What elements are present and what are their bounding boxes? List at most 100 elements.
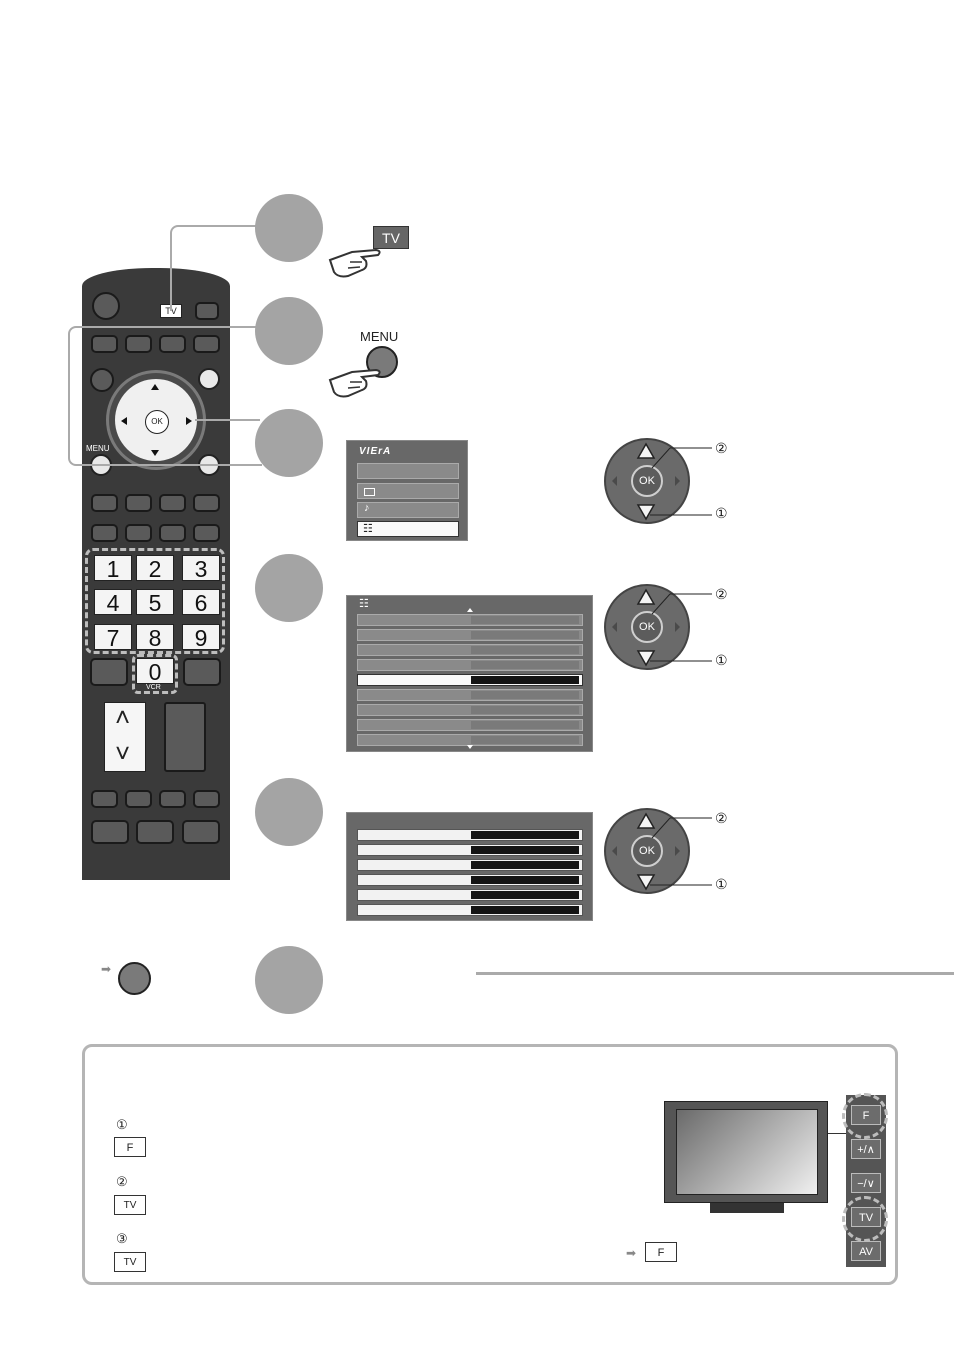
channel-down-icon[interactable]: ˅ (115, 738, 131, 768)
submenu-row[interactable] (357, 829, 583, 841)
menu-item-setup[interactable]: ☷ (357, 521, 459, 537)
music-note-icon: ♪ (364, 502, 370, 514)
remote-key[interactable] (91, 820, 129, 844)
exit-button[interactable] (118, 962, 151, 995)
remote-white-key[interactable] (198, 368, 220, 390)
submenu-row[interactable] (357, 844, 583, 856)
remote-key[interactable] (193, 524, 220, 542)
step2-menu-label: MENU (360, 329, 399, 344)
submenu-row[interactable] (357, 859, 583, 871)
dpad-left-icon[interactable] (121, 417, 127, 425)
connector-line-dpad (195, 419, 260, 421)
setup-menu-row-value (471, 721, 579, 729)
panel-volume-up-button[interactable]: +/∧ (851, 1139, 881, 1159)
marker-2: ② (715, 810, 728, 826)
scroll-up-icon (467, 608, 473, 612)
remote-key[interactable] (159, 524, 186, 542)
remote-key[interactable] (125, 335, 152, 353)
remote-key[interactable] (182, 820, 220, 844)
connector-line-tv (170, 225, 262, 311)
dpad[interactable]: OK (106, 370, 206, 470)
remote-key[interactable] (91, 494, 118, 512)
submenu-row[interactable] (357, 904, 583, 916)
step-2-circle (255, 297, 323, 365)
submenu-row[interactable] (357, 874, 583, 886)
power-button[interactable] (92, 292, 120, 320)
input-button[interactable] (195, 302, 219, 320)
setup-menu-row[interactable] (357, 674, 583, 686)
arrow-icon: ➡ (101, 962, 112, 976)
dpad-up-icon[interactable] (151, 384, 159, 390)
pad-arrows-2 (612, 588, 712, 667)
pointing-hand-icon (328, 368, 381, 398)
number-key-5[interactable]: 5 (136, 589, 174, 616)
submenu-row-value (471, 891, 579, 899)
number-key-4[interactable]: 4 (94, 589, 132, 616)
arrow-icon: ➡ (626, 1246, 637, 1260)
volume-rocker[interactable] (164, 702, 206, 772)
setup-menu-row-value (471, 616, 579, 624)
setup-menu-row[interactable] (357, 659, 583, 671)
menu-label: MENU (86, 444, 110, 453)
remote-key[interactable] (91, 524, 118, 542)
remote-key[interactable] (136, 820, 174, 844)
ok-button[interactable]: OK (631, 465, 663, 497)
remote-round-key[interactable] (90, 368, 114, 392)
menu-item-picture[interactable] (357, 463, 459, 479)
ok-button[interactable]: OK (631, 835, 663, 867)
remote-key[interactable] (183, 658, 221, 686)
number-key-9[interactable]: 9 (182, 624, 220, 651)
step1-tv-button[interactable]: TV (373, 226, 409, 249)
setup-menu-row[interactable] (357, 644, 583, 656)
number-key-2[interactable]: 2 (136, 555, 174, 582)
remote-key[interactable] (193, 335, 220, 353)
setup-menu-row[interactable] (357, 719, 583, 731)
remote-key[interactable] (159, 790, 186, 808)
marker-1: ① (715, 876, 728, 892)
f-highlight (842, 1093, 888, 1139)
dpad-ok-button[interactable]: OK (145, 410, 169, 434)
submenu-row[interactable] (357, 889, 583, 901)
dpad-down-icon[interactable] (151, 450, 159, 456)
setup-menu-row[interactable] (357, 629, 583, 641)
submenu-row-value (471, 906, 579, 914)
remote-key[interactable] (90, 658, 128, 686)
number-key-1[interactable]: 1 (94, 555, 132, 582)
remote-key[interactable] (91, 335, 118, 353)
channel-rocker[interactable]: ˄ ˅ (104, 702, 146, 772)
remote-key[interactable] (159, 335, 186, 353)
number-key-3[interactable]: 3 (182, 555, 220, 582)
dpad-right-icon[interactable] (186, 417, 192, 425)
remote-key[interactable] (125, 494, 152, 512)
setup-menu-row-value (471, 736, 579, 744)
remote-key[interactable] (125, 790, 152, 808)
pointing-hand-icon (328, 248, 381, 278)
main-menu-screen: VIErA ♪ ☷ (346, 440, 468, 541)
submenu-row-value (471, 861, 579, 869)
remote-key[interactable] (159, 494, 186, 512)
connector-line-menu (68, 326, 262, 466)
setup-menu-row-value (471, 631, 579, 639)
menu-item-sound[interactable]: ♪ (357, 502, 459, 518)
setup-menu-row-value (471, 691, 579, 699)
number-key-0[interactable]: 0 (136, 658, 174, 685)
f-key-reference: F (645, 1242, 677, 1262)
remote-key[interactable] (125, 524, 152, 542)
channel-up-icon[interactable]: ˄ (115, 702, 131, 732)
remote-key[interactable] (91, 790, 118, 808)
panel-volume-down-button[interactable]: −/∨ (851, 1173, 881, 1193)
setup-menu-row[interactable] (357, 614, 583, 626)
remote-key[interactable] (193, 790, 220, 808)
panel-av-button[interactable]: AV (851, 1241, 881, 1261)
setup-menu-row[interactable] (357, 704, 583, 716)
number-key-6[interactable]: 6 (182, 589, 220, 616)
step-6-circle (255, 946, 323, 1014)
setup-menu-row-value (471, 661, 579, 669)
number-key-8[interactable]: 8 (136, 624, 174, 651)
tv-highlight (842, 1196, 888, 1242)
remote-key[interactable] (193, 494, 220, 512)
ok-button[interactable]: OK (631, 611, 663, 643)
menu-item-screen[interactable] (357, 483, 459, 499)
number-key-7[interactable]: 7 (94, 624, 132, 651)
setup-menu-row[interactable] (357, 689, 583, 701)
